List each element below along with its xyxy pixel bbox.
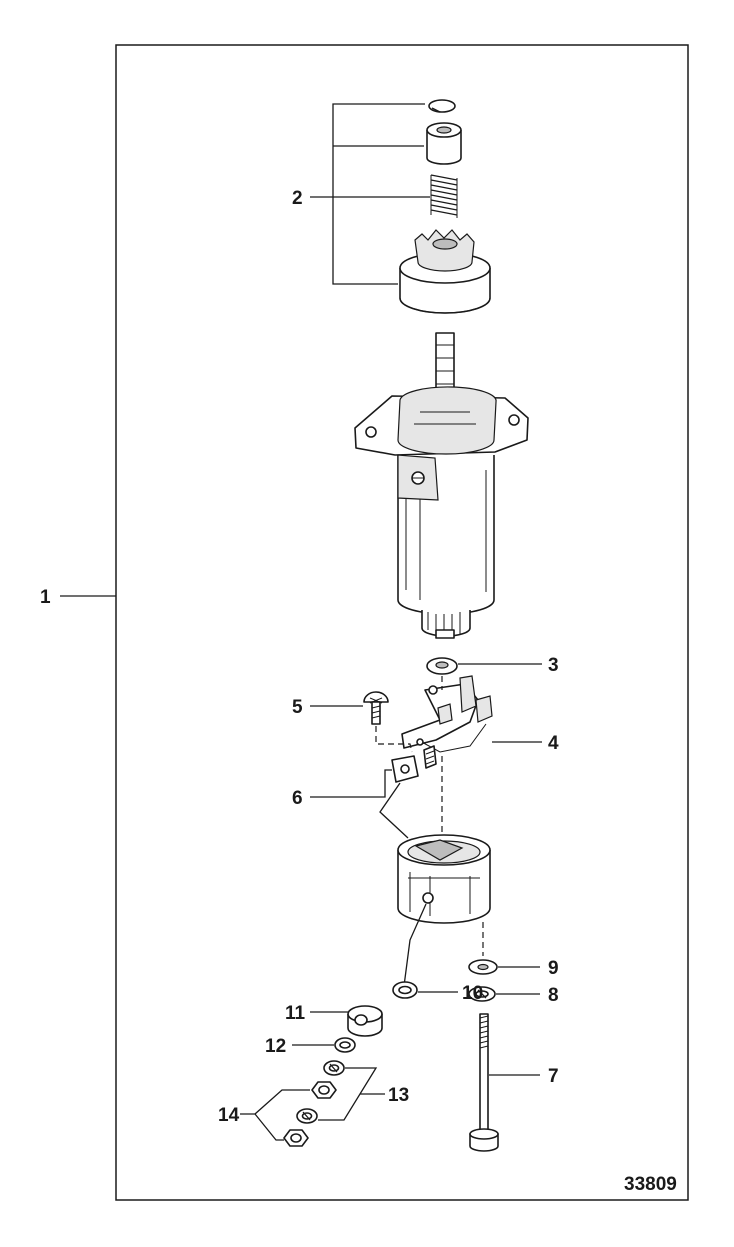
- nut-14-upper: [311, 1081, 337, 1099]
- terminal-plate: [397, 454, 439, 501]
- lock-washer-13-upper: [323, 1060, 345, 1076]
- callout-5: 5: [292, 697, 303, 718]
- callout-2: 2: [292, 188, 303, 209]
- washer-3: [426, 657, 458, 675]
- callout-3: 3: [548, 655, 559, 676]
- retaining-clip: [428, 99, 456, 113]
- stop-collar: [426, 122, 462, 165]
- screw-5-alignment-line: [375, 726, 413, 753]
- callout-9: 9: [548, 958, 559, 979]
- drive-spring: [430, 174, 458, 218]
- brush-plate: [401, 675, 493, 753]
- callout-7: 7: [548, 1066, 559, 1087]
- commutator-end: [421, 610, 471, 639]
- insulator-11: [347, 1005, 383, 1037]
- callout-11: 11: [285, 1003, 306, 1024]
- callout-12: 12: [265, 1036, 286, 1057]
- washer-9: [468, 959, 498, 975]
- o-ring-10: [392, 981, 418, 999]
- callout-10: 10: [462, 983, 483, 1004]
- callout-13-bracket: [318, 1067, 385, 1121]
- nut-6-alignment-line: [379, 782, 409, 839]
- diagram-frame: [115, 44, 689, 1201]
- through-bolt-7: [469, 1013, 499, 1152]
- nut-14-lower: [283, 1129, 309, 1147]
- commutator-end-cap: [397, 834, 491, 924]
- callout-4: 4: [548, 733, 559, 754]
- callout-6: 6: [292, 788, 303, 809]
- callout-2-bracket: [310, 103, 430, 285]
- square-nut-6: [391, 755, 419, 783]
- screw-5: [363, 691, 389, 725]
- callout-1: 1: [40, 587, 51, 608]
- figure-number: 33809: [624, 1174, 677, 1195]
- cap-to-washer-10-line: [403, 903, 427, 987]
- drive-pinion: [399, 229, 491, 314]
- drive-end-frame: [354, 386, 529, 456]
- callout-14-bracket: [240, 1089, 310, 1141]
- brush-terminal-stud: [423, 745, 437, 769]
- lock-washer-8: [468, 986, 496, 1002]
- washer-12: [334, 1037, 356, 1053]
- callout-13: 13: [388, 1085, 409, 1106]
- callout-6-leader: [310, 769, 392, 798]
- callout-8: 8: [548, 985, 559, 1006]
- lock-washer-13-lower: [296, 1108, 318, 1124]
- callout-14: 14: [218, 1105, 240, 1126]
